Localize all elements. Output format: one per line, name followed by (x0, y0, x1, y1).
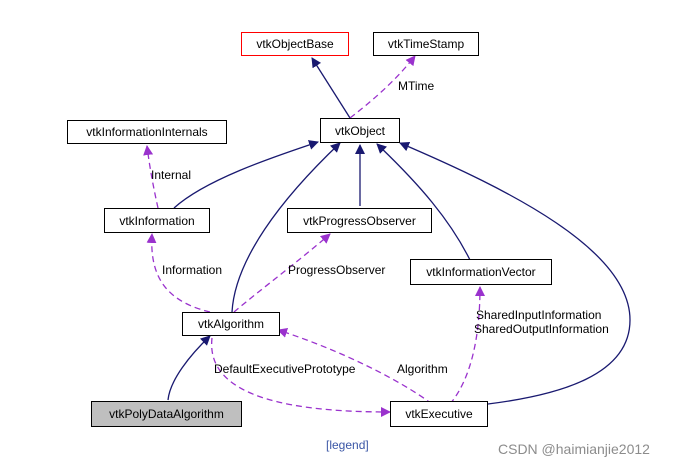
edge-label-internal: Internal (151, 168, 192, 182)
edge-progress-observer (233, 233, 331, 313)
edge-internal (143, 145, 159, 209)
node-vtkinformationvector[interactable]: vtkInformationVector (410, 259, 552, 285)
node-vtkobjectbase[interactable]: vtkObjectBase (241, 32, 349, 56)
edge-mtime (349, 55, 416, 119)
edge-label-progress-observer: ProgressObserver (288, 263, 386, 277)
node-vtkprogressobserver[interactable]: vtkProgressObserver (287, 208, 432, 233)
watermark: CSDN @haimianjie2012 (498, 441, 650, 457)
edge-label-shared-output: SharedOutputInformation (474, 322, 609, 336)
edge-shared-information (449, 286, 485, 405)
edge-vtkpolydataalgorithm-to-vtkalgorithm (167, 335, 211, 401)
node-vtkinformationinternals[interactable]: vtkInformationInternals (67, 120, 227, 144)
node-vtkobject[interactable]: vtkObject (320, 118, 400, 143)
edge-information (146, 233, 211, 313)
node-vtkinformation[interactable]: vtkInformation (104, 208, 210, 233)
node-vtkexecutive[interactable]: vtkExecutive (390, 401, 488, 427)
edge-label-information: Information (162, 263, 223, 277)
edge-vtkinformation-to-vtkobject (173, 140, 319, 209)
edge-vtkinformationvector-to-vtkobject (376, 143, 471, 261)
edge-algorithm (277, 328, 433, 405)
legend-link[interactable]: [legend] (326, 438, 369, 452)
node-vtktimestamp[interactable]: vtkTimeStamp (373, 32, 479, 56)
edge-label-shared-input: SharedInputInformation (476, 308, 602, 322)
edge-vtkalgorithm-to-vtkobject (231, 142, 341, 313)
edge-label-mtime: MTime (398, 79, 435, 93)
edge-vtkobject-to-vtkobjectbase (311, 57, 351, 119)
edge-label-default-executive-prototype: DefaultExecutivePrototype (214, 362, 356, 376)
edge-label-algorithm: Algorithm (397, 362, 448, 376)
edge-default-executive-prototype (211, 337, 391, 417)
node-vtkpolydataalgorithm[interactable]: vtkPolyDataAlgorithm (91, 401, 242, 427)
edge-vtkexecutive-to-vtkobject (399, 141, 631, 405)
node-vtkalgorithm[interactable]: vtkAlgorithm (182, 312, 280, 336)
